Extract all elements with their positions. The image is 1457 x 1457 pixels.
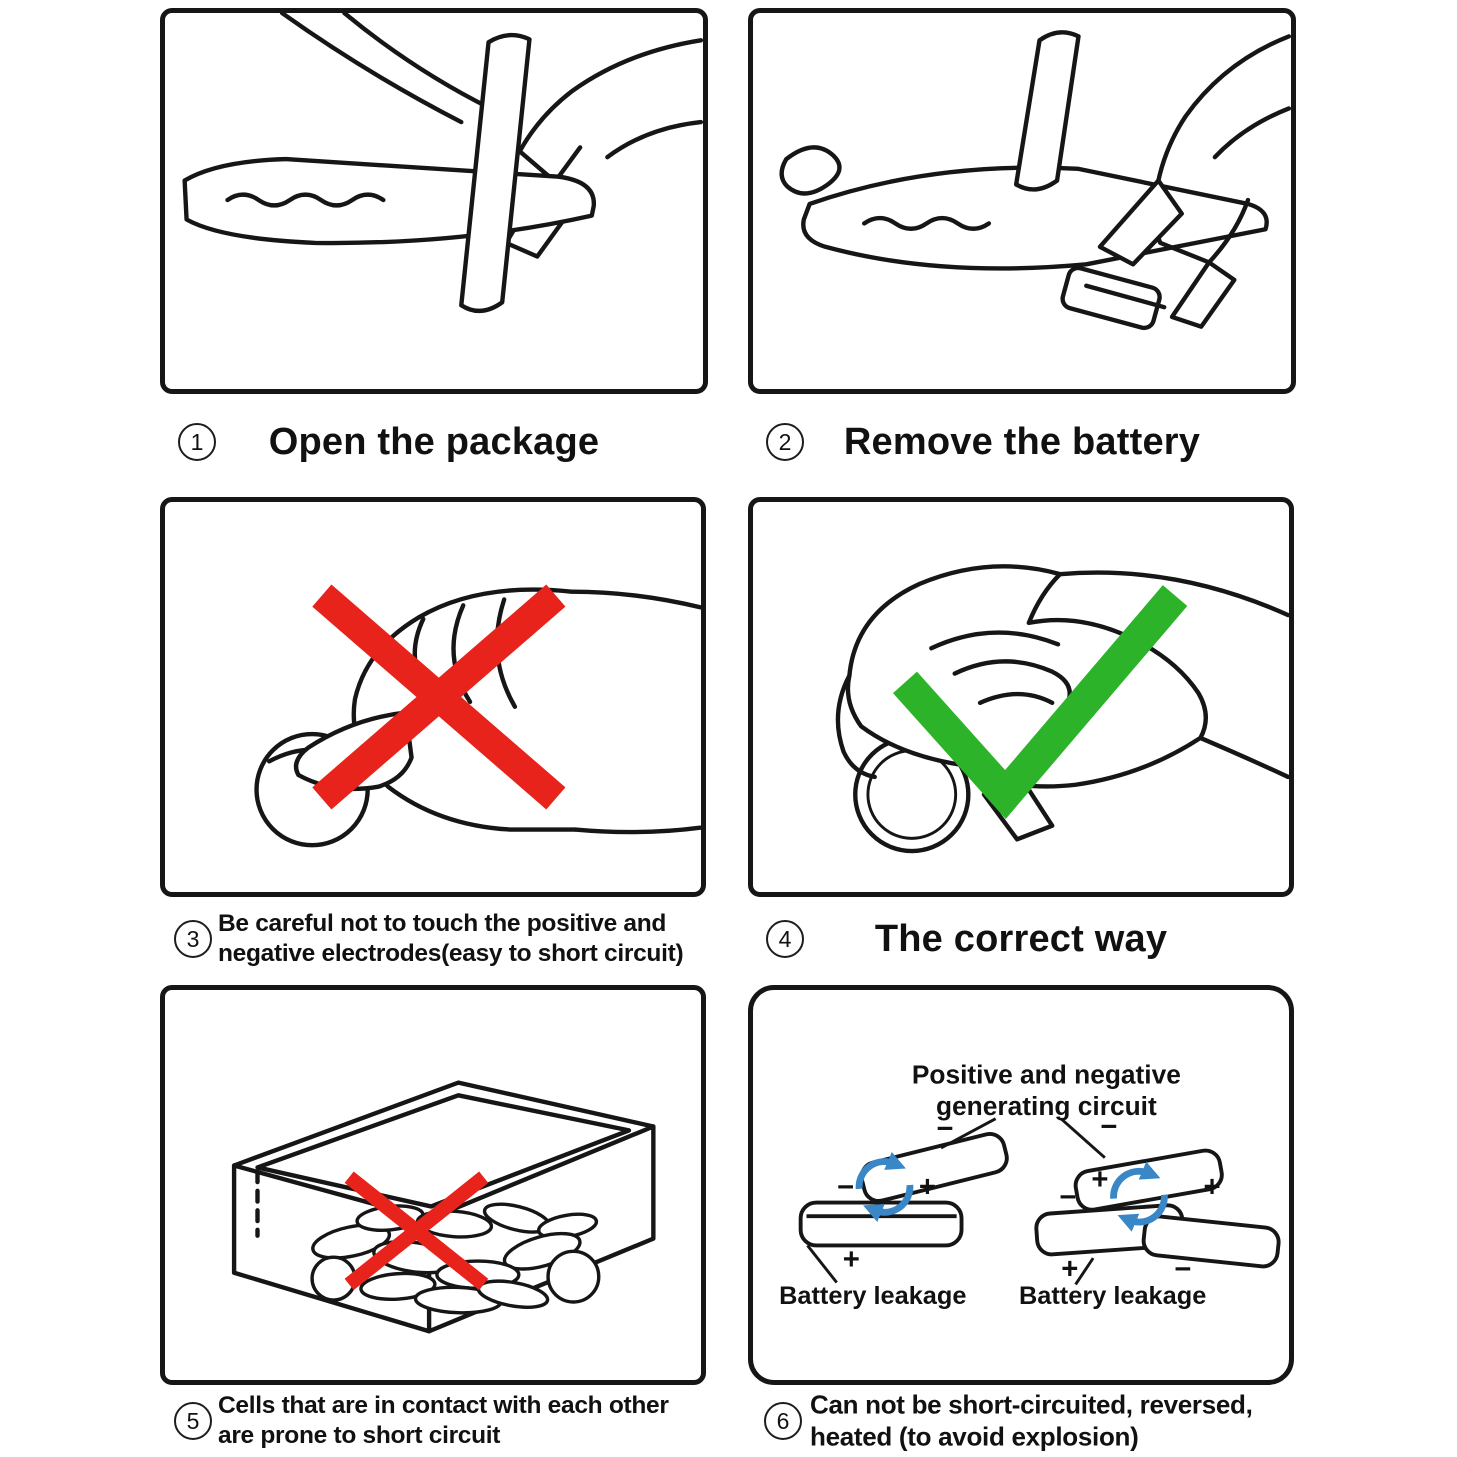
step-5-caption-text: Cells that are in contact with each othe… bbox=[218, 1391, 669, 1451]
caption-line: heated (to avoid explosion) bbox=[810, 1421, 1139, 1451]
open-package-lineart bbox=[182, 13, 703, 314]
minus-sign: − bbox=[936, 1113, 953, 1145]
minus-sign: − bbox=[1174, 1254, 1191, 1286]
short-circuit-diagram: Positive and negative generating circuit… bbox=[779, 1060, 1281, 1310]
panel-correct-handling bbox=[748, 497, 1294, 897]
panel-cells-in-box bbox=[160, 985, 706, 1385]
caption-step-4: 4 The correct way bbox=[748, 903, 1294, 975]
panel-open-package bbox=[160, 8, 708, 394]
plus-sign: + bbox=[919, 1172, 936, 1204]
caption-line: Can not be short-circuited, reversed, bbox=[810, 1389, 1253, 1420]
step-1-caption-text: Open the package bbox=[268, 420, 600, 463]
step-3-number-badge: 3 bbox=[174, 920, 212, 958]
cells-in-box-illustration bbox=[231, 1080, 656, 1334]
open-package-illustration bbox=[182, 13, 703, 314]
plus-sign: + bbox=[1091, 1164, 1108, 1196]
polarity-signs: − − + + − − + + + − bbox=[837, 1111, 1221, 1285]
step-4-number-badge: 4 bbox=[766, 920, 804, 958]
step-2-number-badge: 2 bbox=[766, 423, 804, 461]
plus-sign: + bbox=[1204, 1172, 1221, 1204]
green-check-icon bbox=[892, 585, 1188, 819]
red-cross-icon bbox=[312, 584, 566, 810]
panel-short-circuit-diagram: Positive and negative generating circuit… bbox=[748, 985, 1294, 1385]
caption-step-6: 6 Can not be short-circuited, reversed, … bbox=[748, 1388, 1294, 1454]
step-6-caption-text: Can not be short-circuited, reversed, he… bbox=[810, 1389, 1253, 1452]
caption-step-1: 1 Open the package bbox=[160, 405, 708, 479]
caption-line: are prone to short circuit bbox=[218, 1422, 501, 1449]
caption-line: Be careful not to touch the positive and bbox=[218, 910, 667, 938]
step-5-number-badge: 5 bbox=[174, 1402, 212, 1440]
caption-step-2: 2 Remove the battery bbox=[748, 405, 1296, 479]
circuit-label-line-1: Positive and negative bbox=[912, 1060, 1181, 1090]
plus-sign: + bbox=[1061, 1254, 1078, 1286]
caption-line: negative electrodes(easy to short circui… bbox=[218, 940, 684, 967]
leader-lines bbox=[806, 1117, 1106, 1286]
caption-line: Cells that are in contact with each othe… bbox=[218, 1392, 669, 1420]
red-cross-icon bbox=[344, 1171, 489, 1291]
battery-cluster-right bbox=[1034, 1148, 1281, 1269]
wrong-handling-illustration bbox=[254, 584, 701, 848]
plus-sign: + bbox=[843, 1244, 860, 1276]
minus-sign: − bbox=[1059, 1181, 1076, 1213]
minus-sign: − bbox=[1100, 1111, 1117, 1143]
step-6-number-badge: 6 bbox=[764, 1402, 802, 1440]
step-4-caption-text: The correct way bbox=[874, 917, 1168, 960]
remove-battery-lineart bbox=[779, 30, 1291, 331]
panel-remove-battery bbox=[748, 8, 1296, 394]
battery-leakage-label-left: Battery leakage bbox=[779, 1282, 966, 1310]
step-2-caption-text: Remove the battery bbox=[843, 420, 1201, 463]
caption-step-3: 3 Be careful not to touch the positive a… bbox=[160, 903, 706, 975]
correct-handling-illustration bbox=[835, 564, 1289, 854]
battery-leakage-label-right: Battery leakage bbox=[1019, 1282, 1206, 1310]
caption-step-5: 5 Cells that are in contact with each ot… bbox=[160, 1388, 706, 1454]
battery-cluster-left bbox=[798, 1131, 1009, 1248]
step-3-caption-text: Be careful not to touch the positive and… bbox=[218, 909, 684, 969]
step-1-number-badge: 1 bbox=[178, 423, 216, 461]
panel-wrong-handling bbox=[160, 497, 706, 897]
minus-sign: − bbox=[837, 1172, 854, 1204]
remove-battery-illustration bbox=[779, 30, 1291, 331]
circuit-label-line-2: generating circuit bbox=[936, 1091, 1157, 1121]
